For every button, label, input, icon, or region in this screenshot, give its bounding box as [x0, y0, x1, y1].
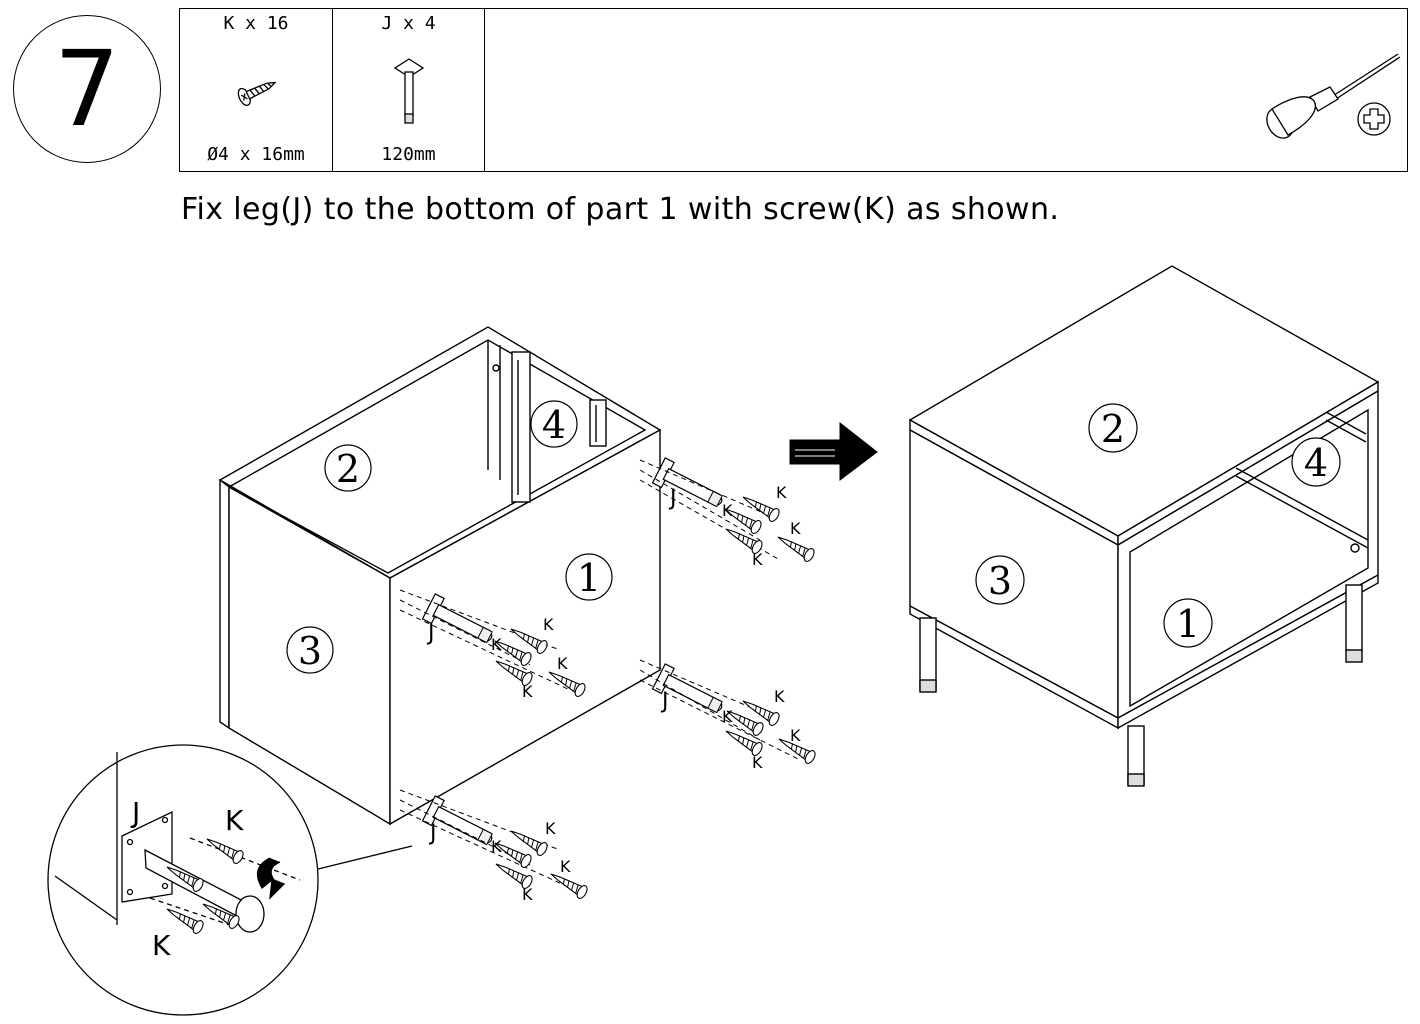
- assembled-cabinet: [908, 265, 1380, 787]
- svg-text:K: K: [560, 857, 571, 876]
- leg-icon: [393, 58, 425, 124]
- exploded-cabinet: [218, 326, 662, 826]
- detail-leg-label: J: [130, 796, 140, 829]
- assembled-part-2-label: 2: [1101, 407, 1125, 451]
- step-number: 7: [13, 15, 161, 163]
- svg-text:K: K: [722, 501, 733, 520]
- leg-j-group-middle-right: J K K K K: [639, 659, 818, 772]
- assembled-part-1-label: 1: [1176, 602, 1200, 646]
- svg-text:K: K: [774, 687, 785, 706]
- svg-text:J: J: [426, 621, 435, 646]
- svg-text:K: K: [491, 837, 502, 856]
- svg-text:K: K: [752, 550, 763, 569]
- screw-quantity: K x 16: [223, 13, 289, 34]
- svg-text:K: K: [522, 682, 533, 701]
- svg-text:K: K: [790, 519, 801, 538]
- leg-quantity: J x 4: [381, 13, 436, 34]
- leg-j-group-top-right: J K K K K: [639, 457, 817, 569]
- leg-j-group-middle-left: J K K K K: [399, 589, 588, 701]
- screw-icon: [237, 81, 277, 106]
- part-1-label: 1: [577, 556, 601, 600]
- part-cell-leg: J x 4 120mm: [333, 9, 485, 171]
- svg-text:K: K: [491, 635, 502, 654]
- leg-size: 120mm: [381, 144, 436, 165]
- leg-j-group-bottom: J K K K K: [399, 789, 590, 904]
- svg-text:J: J: [660, 689, 669, 714]
- assembled-part-4-label: 4: [1304, 441, 1328, 485]
- svg-text:K: K: [557, 654, 568, 673]
- phillips-screwdriver-icon: [1266, 53, 1401, 139]
- parts-table: K x 16 Ø4 x 16mm J x 4 120mm: [179, 8, 1408, 172]
- svg-text:K: K: [790, 726, 801, 745]
- part-4-label: 4: [542, 403, 566, 447]
- svg-text:K: K: [722, 707, 733, 726]
- instruction-text: Fix leg(J) to the bottom of part 1 with …: [181, 192, 1060, 227]
- svg-text:K: K: [545, 819, 556, 838]
- svg-text:J: J: [428, 821, 437, 846]
- svg-text:K: K: [543, 615, 554, 634]
- arrow-right-icon: [789, 421, 878, 482]
- svg-text:K: K: [752, 753, 763, 772]
- part-cell-screw: K x 16 Ø4 x 16mm: [180, 9, 333, 171]
- svg-text:K: K: [522, 885, 533, 904]
- svg-text:J: J: [668, 486, 677, 511]
- detail-screw-label-top: K: [225, 804, 244, 837]
- detail-screw-label-bottom: K: [152, 929, 171, 962]
- screw-size: Ø4 x 16mm: [207, 144, 305, 165]
- part-2-label: 2: [336, 447, 360, 491]
- svg-text:K: K: [776, 483, 787, 502]
- part-3-label: 3: [298, 629, 322, 673]
- assembled-part-3-label: 3: [988, 559, 1012, 603]
